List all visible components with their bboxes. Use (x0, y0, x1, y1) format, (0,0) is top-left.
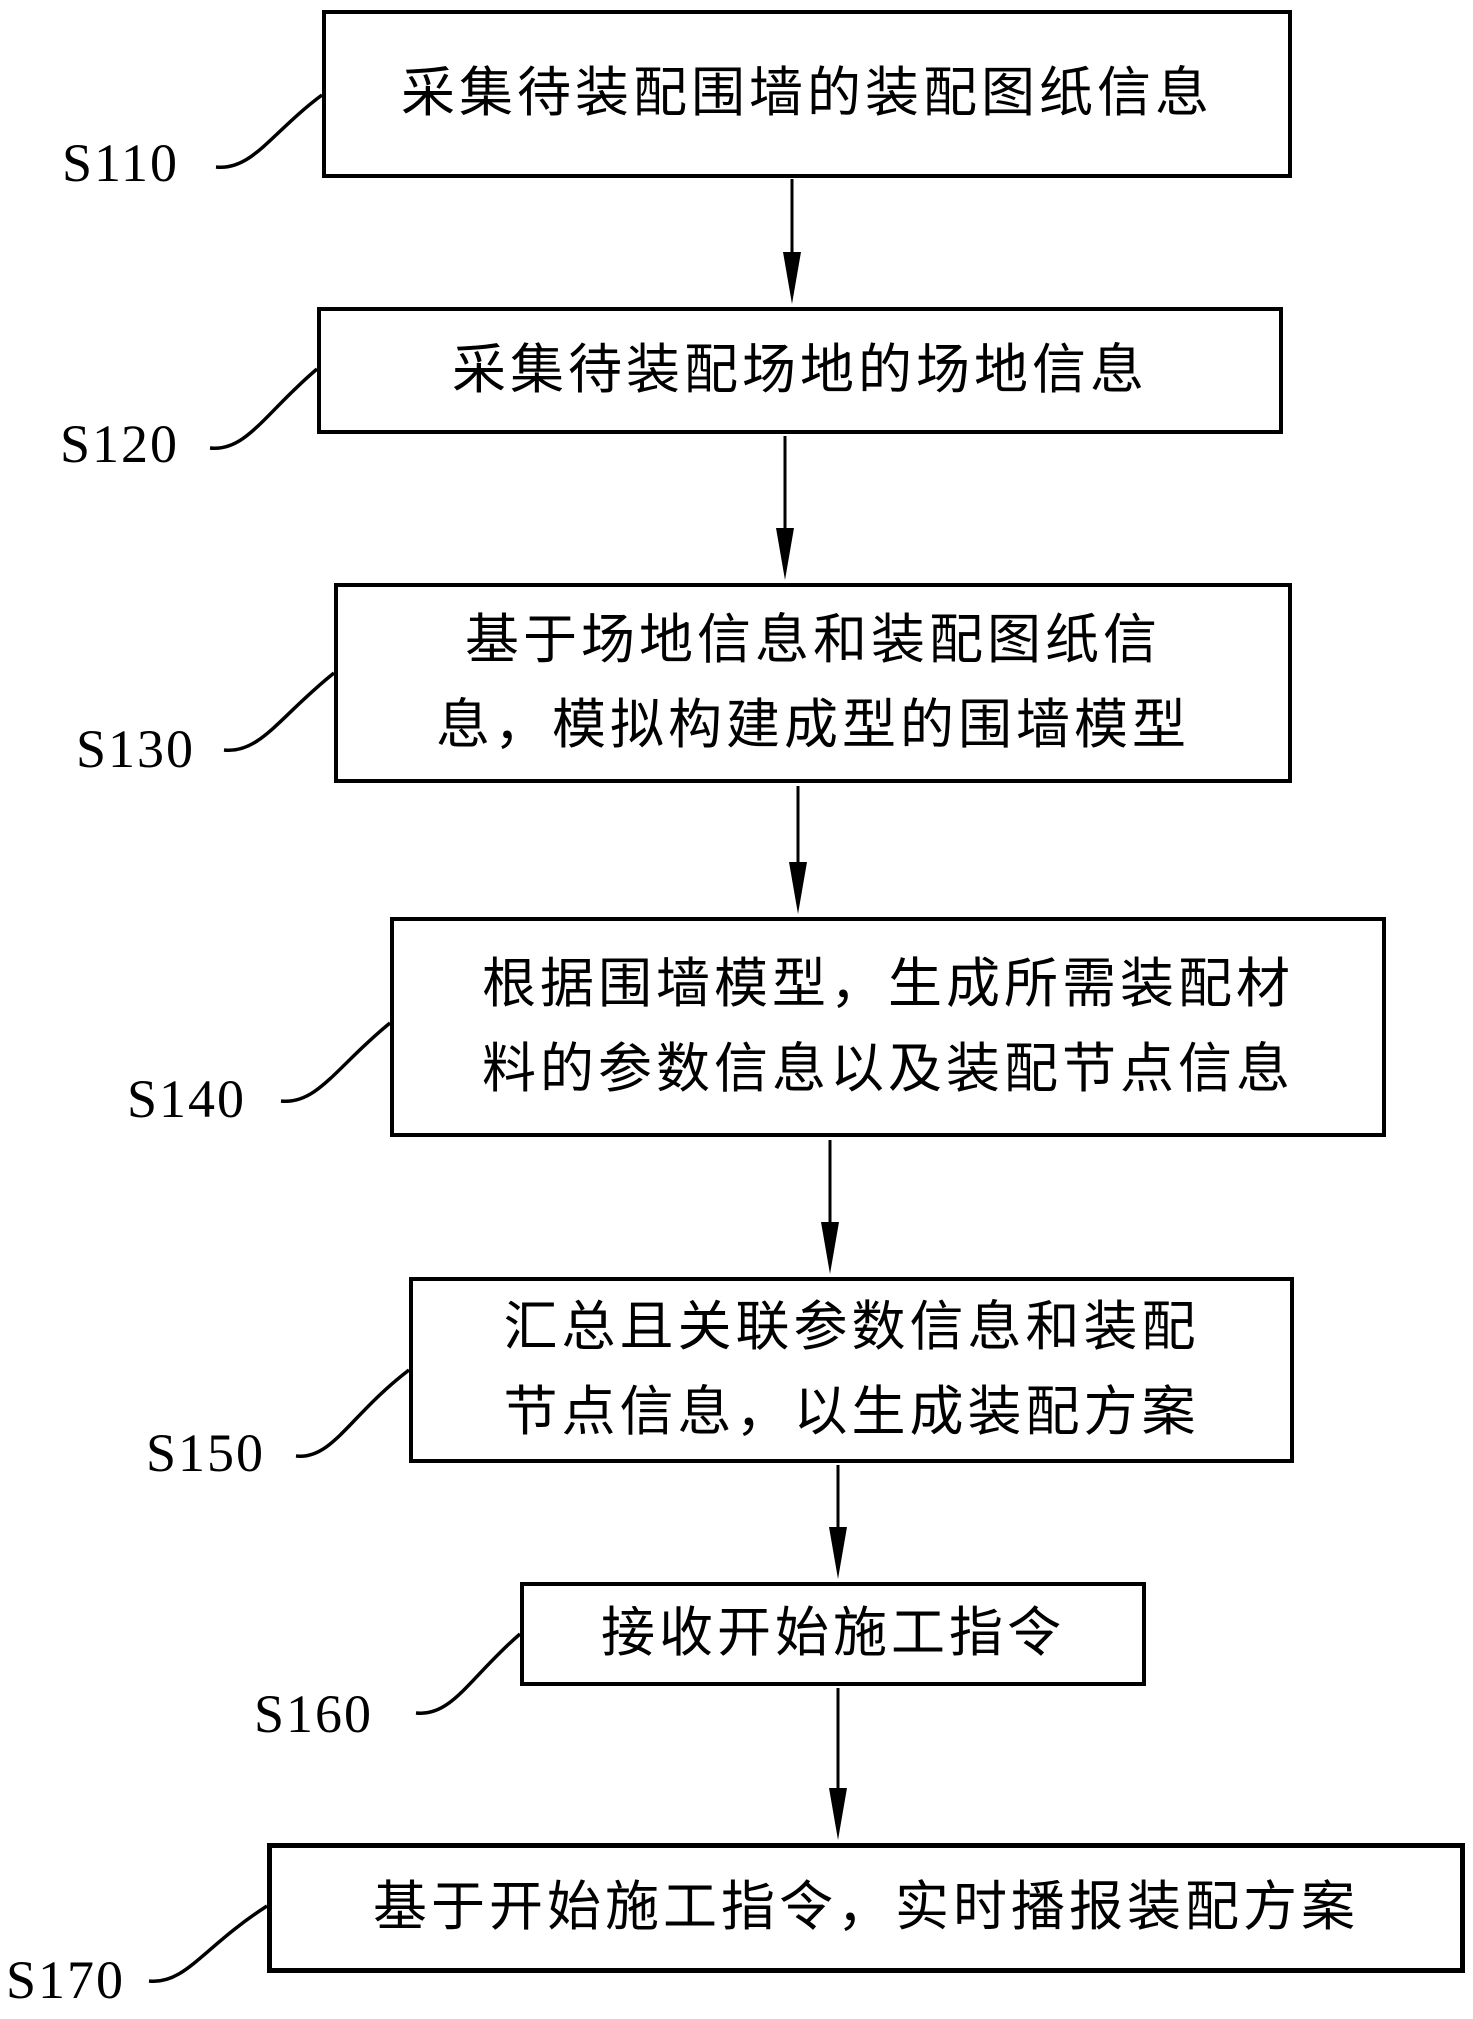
step-label-s110: S110 (62, 133, 180, 193)
step-label-s160: S160 (254, 1684, 374, 1744)
step-box-s150: 汇总且关联参数信息和装配 节点信息，以生成装配方案 (409, 1277, 1294, 1463)
step-text: 采集待装配场地的场地信息 (452, 339, 1148, 400)
leader-line-s160 (415, 1632, 522, 1715)
flow-arrow-3 (789, 786, 807, 914)
step-box-s170: 基于开始施工指令，实时播报装配方案 (267, 1843, 1465, 1973)
step-label-s170: S170 (6, 1950, 126, 2010)
step-box-s140: 根据围墙模型，生成所需装配材 料的参数信息以及装配节点信息 (390, 917, 1386, 1137)
leader-line-s140 (280, 1021, 392, 1103)
leader-line-s110 (215, 93, 324, 169)
flow-arrow-4 (821, 1140, 839, 1274)
step-text: 基于场地信息和装配图纸信 (465, 609, 1161, 670)
step-text: 根据围墙模型，生成所需装配材 (482, 953, 1294, 1014)
step-text: 汇总且关联参数信息和装配 (503, 1296, 1200, 1357)
step-text: 采集待装配围墙的装配图纸信息 (401, 63, 1213, 124)
flow-arrow-2 (776, 436, 794, 580)
step-box-s160: 接收开始施工指令 (520, 1582, 1146, 1686)
leader-line-s120 (209, 367, 319, 450)
flow-arrow-5 (829, 1465, 847, 1579)
leader-line-s130 (223, 671, 336, 752)
leader-line-s150 (295, 1368, 411, 1458)
flow-arrow-6 (829, 1688, 847, 1840)
leader-line-s170 (148, 1904, 268, 1983)
step-text: 接收开始施工指令 (601, 1603, 1065, 1664)
step-label-s140: S140 (127, 1069, 247, 1129)
step-box-s110: 采集待装配围墙的装配图纸信息 (322, 10, 1292, 178)
step-box-s130: 基于场地信息和装配图纸信 息，模拟构建成型的围墙模型 (334, 583, 1292, 783)
step-label-s130: S130 (76, 719, 196, 779)
step-text: 息，模拟构建成型的围墙模型 (436, 695, 1190, 755)
step-text: 节点信息，以生成装配方案 (503, 1382, 1200, 1442)
step-label-s120: S120 (60, 414, 180, 474)
step-text: 基于开始施工指令，实时播报装配方案 (373, 1877, 1359, 1938)
step-label-s150: S150 (146, 1423, 266, 1483)
step-text: 料的参数信息以及装配节点信息 (482, 1039, 1294, 1099)
flow-arrow-1 (783, 179, 801, 304)
step-box-s120: 采集待装配场地的场地信息 (317, 307, 1283, 434)
